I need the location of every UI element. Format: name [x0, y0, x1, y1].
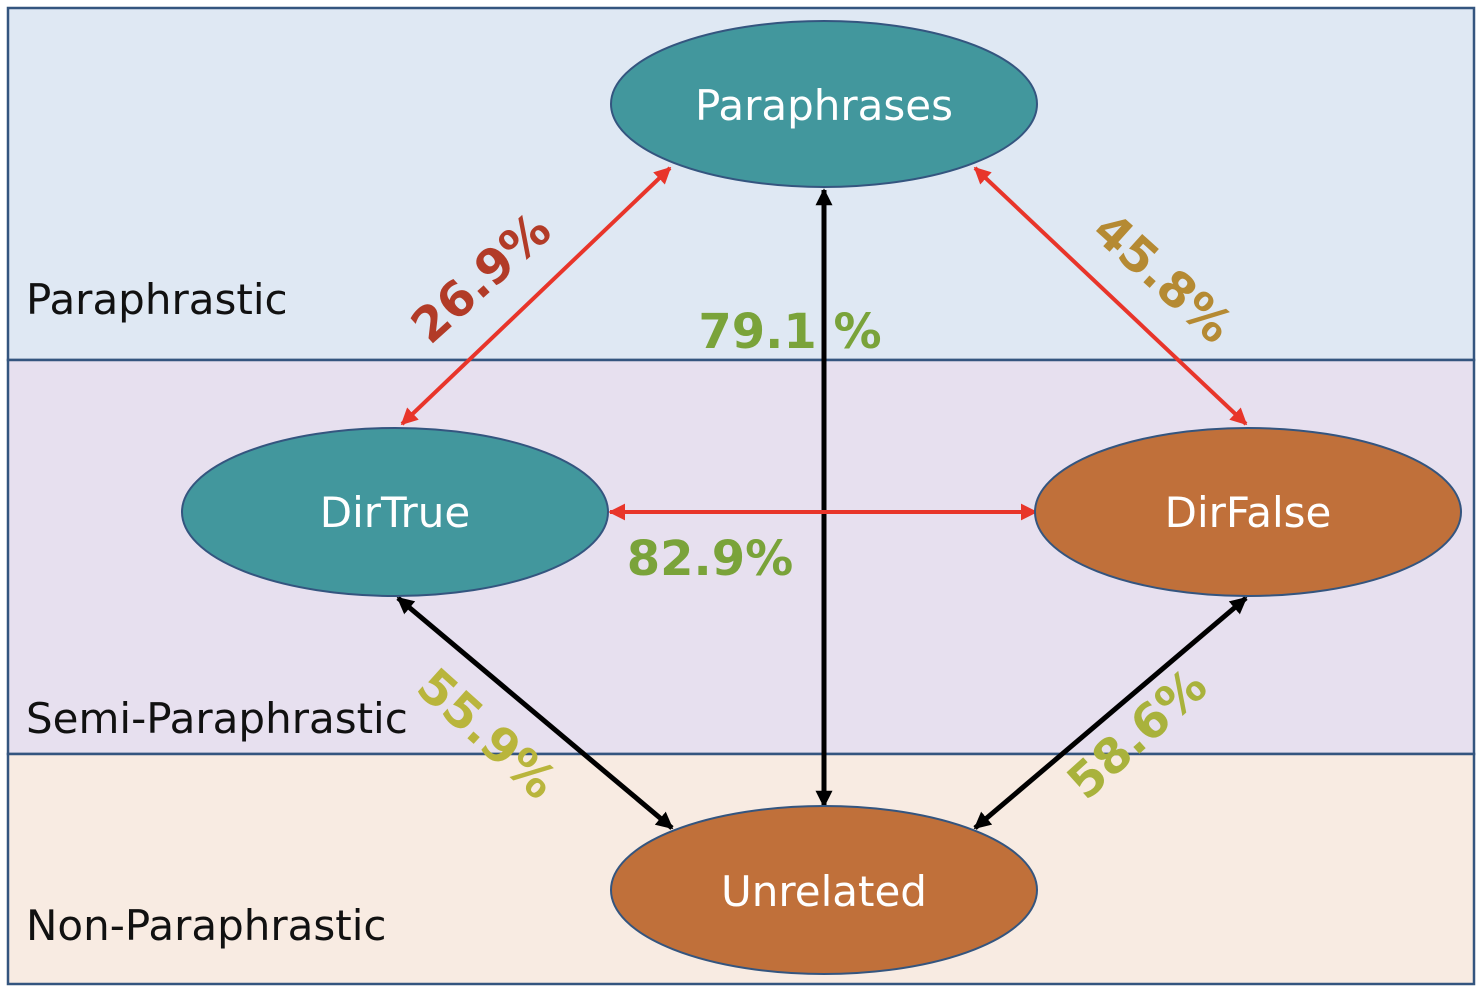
edge-label-paraphrases-unrelated: 79.1 %	[698, 304, 881, 360]
band-label-non-paraphrastic: Non-Paraphrastic	[26, 901, 386, 950]
node-label-unrelated: Unrelated	[721, 867, 927, 916]
node-dirfalse: DirFalse	[1034, 427, 1462, 597]
node-label-dirtrue: DirTrue	[320, 488, 471, 537]
edge-dirtrue-unrelated	[396, 596, 674, 830]
edge-label-dirtrue-dirfalse: 82.9%	[627, 531, 794, 587]
band-label-paraphrastic: Paraphrastic	[26, 275, 288, 324]
node-label-paraphrases: Paraphrases	[695, 81, 953, 130]
node-label-dirfalse: DirFalse	[1165, 488, 1332, 537]
edge-paraphrases-dirfalse	[973, 166, 1248, 426]
node-dirtrue: DirTrue	[181, 427, 609, 597]
node-paraphrases: Paraphrases	[610, 20, 1038, 188]
band-label-semi-paraphrastic: Semi-Paraphrastic	[26, 694, 408, 743]
edge-paraphrases-dirtrue	[400, 166, 672, 426]
node-unrelated: Unrelated	[610, 805, 1038, 975]
edge-dirfalse-unrelated	[973, 596, 1248, 830]
